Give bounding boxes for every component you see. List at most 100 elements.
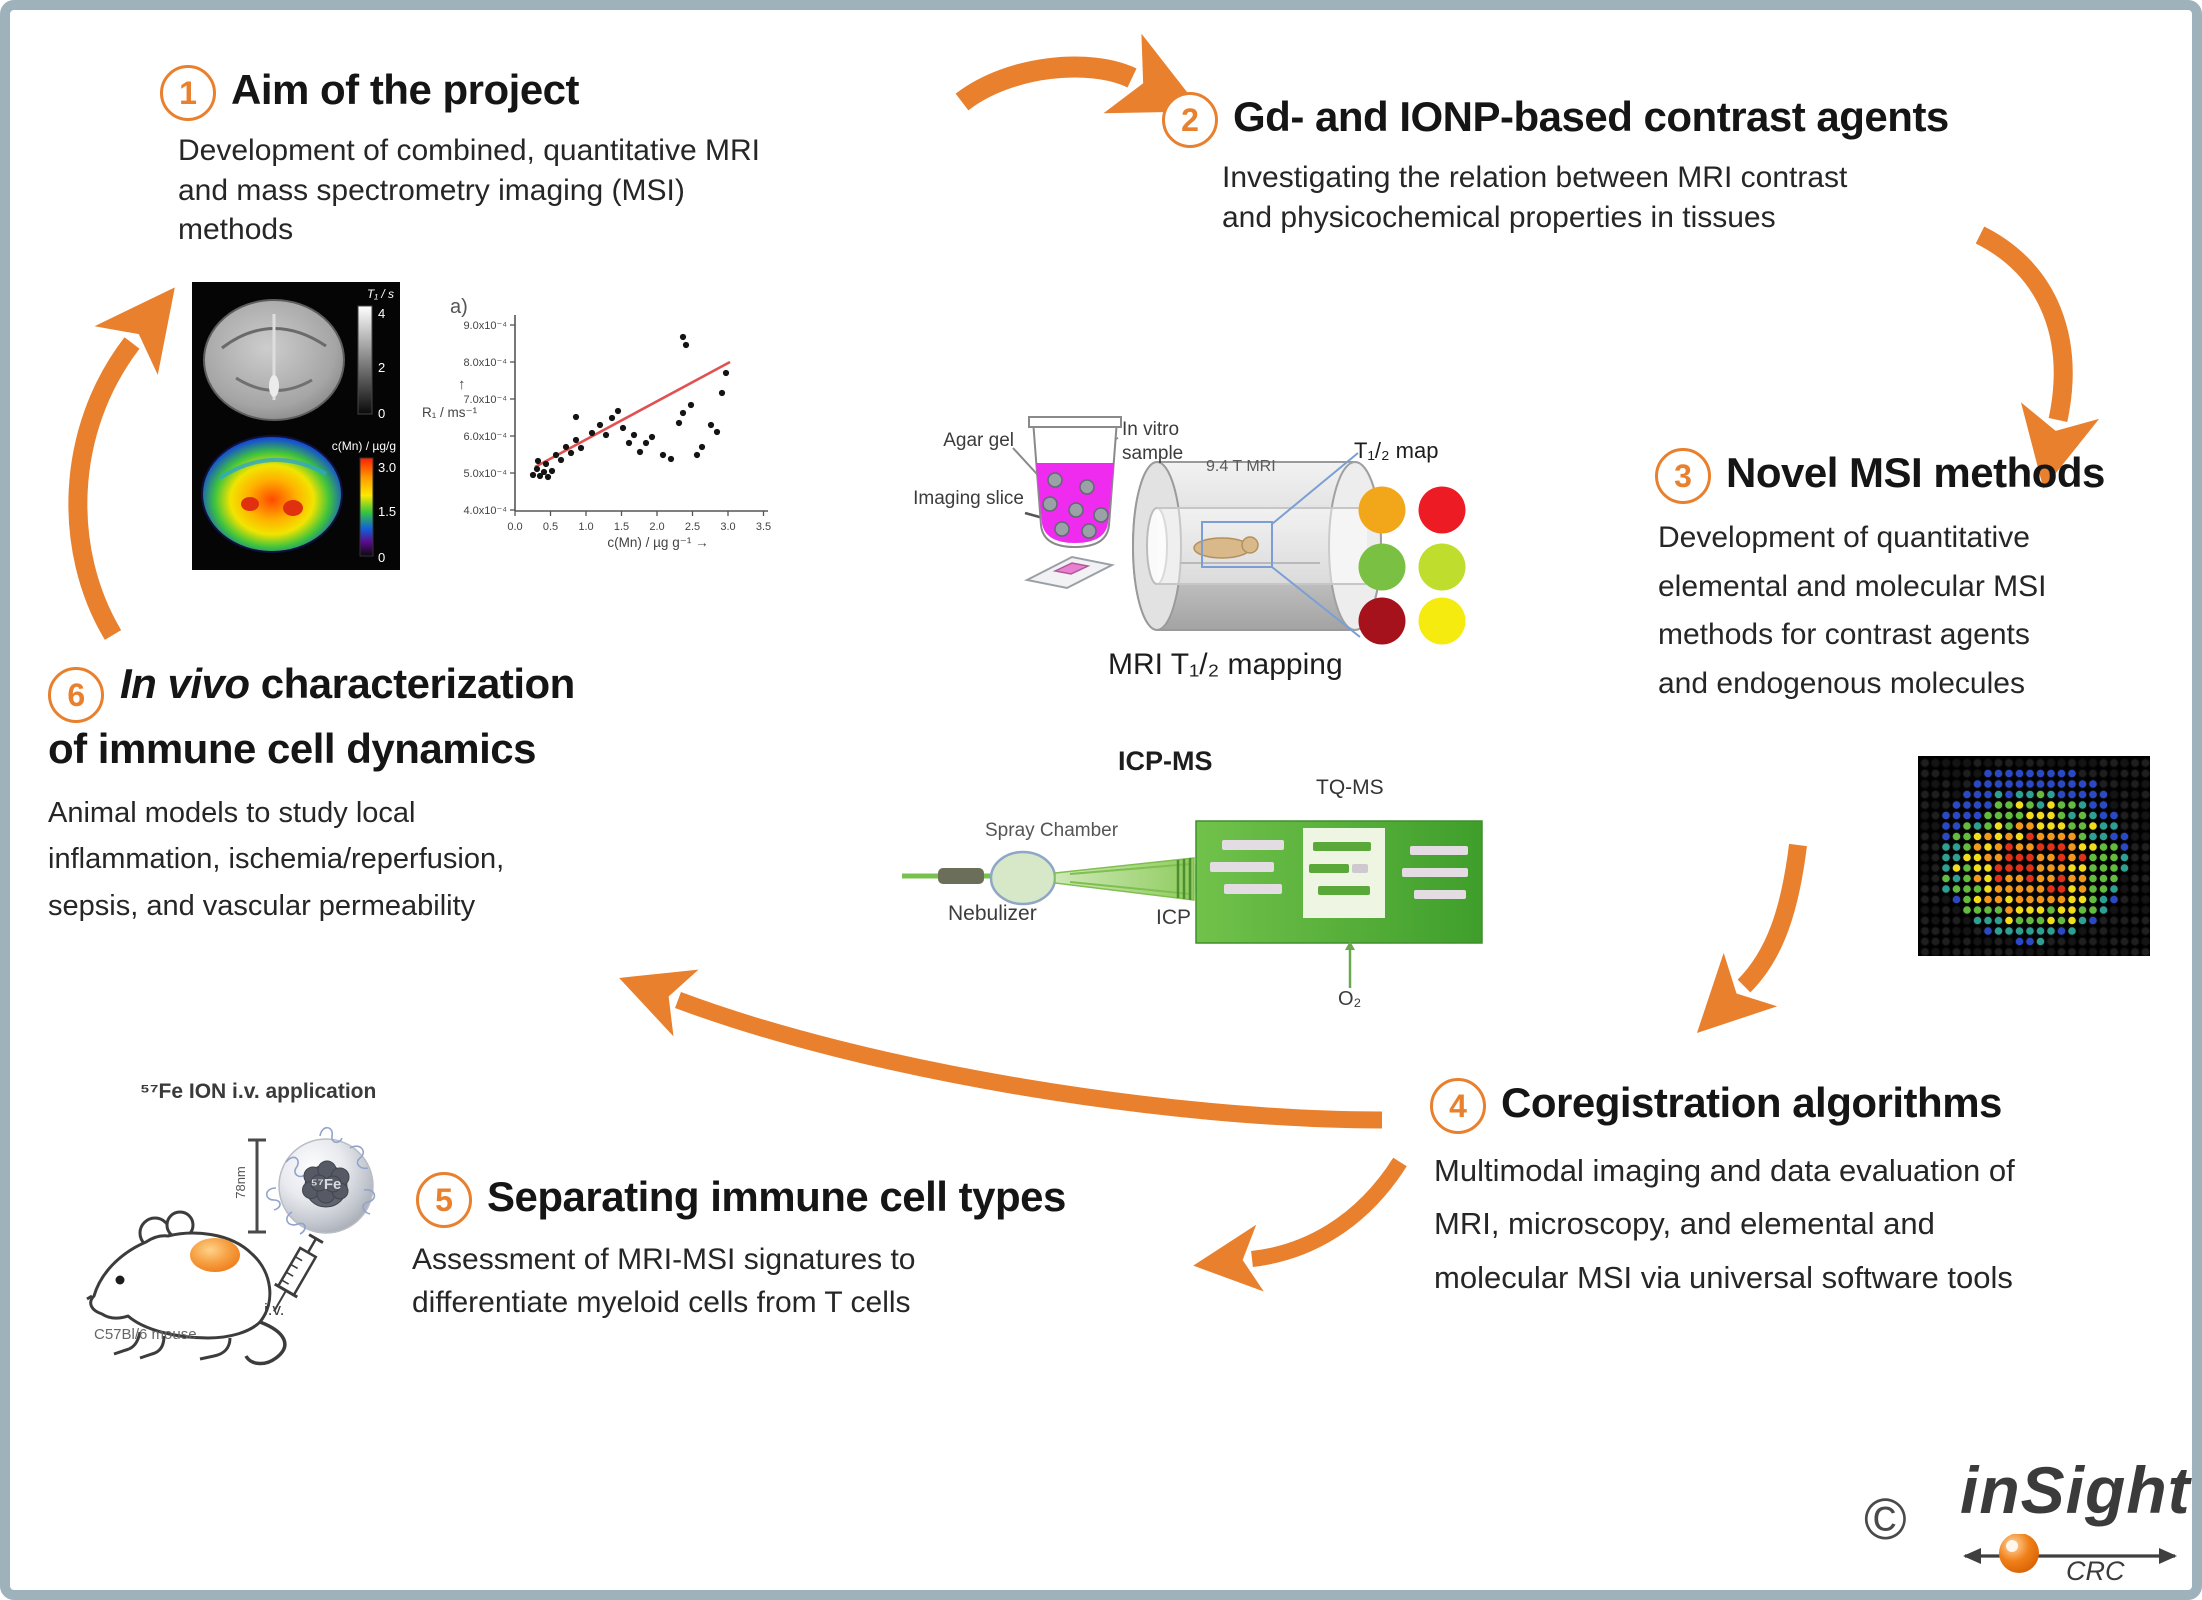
roi-line-top	[1271, 452, 1359, 525]
injection-site-spot	[190, 1238, 240, 1272]
step-5-description: Assessment of MRI-MSI signatures to diff…	[412, 1238, 1128, 1324]
t1-colorbar-label: T₁ / s	[367, 287, 394, 301]
imaging-slice-label: Imaging slice	[913, 488, 1024, 509]
step-1-section: 1 Aim of the project Development of comb…	[160, 65, 800, 250]
step-3-desc-line3: methods for contrast agents	[1658, 618, 2030, 652]
scatter-y-axis-label: R₁ / ms⁻¹	[422, 405, 478, 420]
step-3-desc-line4: and endogenous molecules	[1658, 666, 2025, 700]
step-2-number-badge: 2	[1162, 92, 1218, 148]
mn-tick-0: 0	[378, 550, 385, 565]
mn-tick-15: 1.5	[378, 504, 396, 519]
ion-optics-right	[1402, 846, 1468, 899]
scale-bar-label: 78nm	[232, 1166, 248, 1199]
scatter-x-tick-labels: 0.0 0.5 1.0 1.5 2.0 2.5 3.0 3.5	[507, 521, 771, 533]
step-5-desc-line2: differentiate myeloid cells from T cells	[412, 1286, 911, 1320]
syringe	[273, 1233, 324, 1312]
o2-label: O₂	[1338, 988, 1362, 1010]
icp-torch	[1054, 857, 1195, 901]
map-circle-green	[1358, 543, 1406, 591]
step-3-desc-line2: elemental and molecular MSI	[1658, 569, 2047, 603]
slide-sample-chip	[1052, 562, 1091, 575]
step-3-description: Development of quantitative elemental an…	[1658, 514, 2192, 708]
tube-rim	[1028, 416, 1122, 428]
step-4-desc-line3: molecular MSI via universal software too…	[1434, 1259, 2013, 1295]
r1-vs-cmn-scatter-plot: a) 9.0x10⁻⁴ 8.0x10⁻⁴ 7.0x10⁻⁴ 6.0x10⁻⁴ 5…	[422, 296, 771, 550]
t1-tick-4: 4	[378, 306, 385, 321]
scatter-y-arrow: ↑	[458, 376, 466, 393]
svg-text:2.5: 2.5	[685, 521, 700, 533]
t1-colorbar	[357, 305, 373, 415]
step-6-description: Animal models to study local inflammatio…	[48, 790, 648, 931]
svg-text:0.5: 0.5	[543, 521, 558, 533]
particle-core-label: ⁵⁷Fe	[310, 1176, 342, 1193]
arrow-step2-to-step3	[1975, 226, 2100, 489]
logo-arrowhead-right	[2159, 1548, 2177, 1564]
step-2-desc-line1: Investigating the relation between MRI c…	[1222, 161, 1848, 194]
step-3-title: Novel MSI methods	[1726, 449, 2105, 496]
arrow-step6-to-step1	[68, 287, 175, 640]
step-6-number-badge: 6	[48, 667, 104, 723]
nebulizer-body	[938, 868, 984, 884]
scatter-fit-line	[534, 360, 731, 469]
map-circle-red	[1418, 486, 1466, 534]
icpms-figure	[902, 820, 1483, 988]
scatter-panel-label: a)	[450, 296, 468, 318]
msi-mosaic-brain-image	[1918, 756, 2150, 956]
step-5-section: 5 Separating immune cell types Assessmen…	[408, 1172, 1128, 1324]
step-6-desc-line3: sepsis, and vascular permeability	[48, 890, 476, 923]
step-4-description: Multimodal imaging and data evaluation o…	[1434, 1144, 2192, 1304]
scanner-field-label: 9.4 T MRI	[1206, 458, 1276, 475]
agar-gel-label: Agar gel	[943, 430, 1014, 451]
mn-colorbar	[359, 457, 374, 557]
logo-arrowhead-left	[1963, 1548, 1981, 1564]
step-4-number-badge: 4	[1430, 1078, 1486, 1134]
step-1-description: Development of combined, quantitative MR…	[178, 131, 800, 250]
cycle-arrows-layer	[68, 33, 2100, 1292]
svg-text:3.0: 3.0	[720, 521, 735, 533]
polymer-chains	[265, 1126, 376, 1235]
step-2-title: Gd- and IONP-based contrast agents	[1233, 93, 1949, 140]
svg-text:1.5: 1.5	[614, 521, 629, 533]
mouse-drawing	[86, 1210, 287, 1366]
svg-text:9.0x10⁻⁴: 9.0x10⁻⁴	[463, 320, 507, 332]
collision-cell-rods	[1309, 842, 1371, 895]
roi-line-bottom	[1271, 566, 1361, 638]
insight-logo-arrow	[1963, 1534, 2177, 1573]
step-1-desc-line2: and mass spectrometry imaging (MSI) meth…	[178, 173, 685, 247]
scatter-ticks	[510, 324, 765, 516]
step-1-number-badge: 1	[160, 65, 216, 121]
mosaic-cells	[1920, 758, 2150, 956]
t1-tick-2: 2	[378, 360, 385, 375]
mouse-tail	[244, 1320, 287, 1366]
step-4-desc-line2: MRI, microscopy, and elemental and	[1434, 1206, 1935, 1242]
svg-text:1.0: 1.0	[578, 521, 593, 533]
iron-core-cluster	[302, 1160, 350, 1208]
scale-bar	[248, 1138, 266, 1234]
svg-text:0.0: 0.0	[507, 521, 522, 533]
insight-logo-text: inSight	[1960, 1453, 2191, 1527]
nebulizer-label: Nebulizer	[948, 902, 1037, 925]
mn-map-brain-image	[201, 435, 343, 553]
step-5-title: Separating immune cell types	[487, 1173, 1066, 1220]
svg-text:2.0: 2.0	[649, 521, 664, 533]
step-5-number-badge: 5	[416, 1172, 472, 1228]
mn-tick-30: 3.0	[378, 460, 396, 475]
map-circle-lightgreen	[1418, 543, 1466, 591]
t12-map-label: T₁/₂ map	[1354, 438, 1439, 463]
svg-text:4.0x10⁻⁴: 4.0x10⁻⁴	[463, 505, 507, 517]
step-4-section: 4 Coregistration algorithms Multimodal i…	[1430, 1078, 2192, 1304]
copyright-symbol: ©	[1864, 1487, 1907, 1552]
svg-text:3.5: 3.5	[756, 521, 771, 533]
step-6-title-line2: of immune cell dynamics	[48, 725, 537, 772]
tqms-label: TQ-MS	[1316, 776, 1384, 799]
mri-mapping-caption: MRI T₁/₂ mapping	[1108, 648, 1343, 681]
step-2-section: 2 Gd- and IONP-based contrast agents Inv…	[1162, 92, 2192, 237]
map-circle-yellow	[1418, 597, 1466, 645]
mn-colorbar-label: c(Mn) / µg/g	[332, 439, 396, 453]
step-4-title: Coregistration algorithms	[1501, 1079, 2002, 1126]
step-3-desc-line1: Development of quantitative	[1658, 521, 2030, 554]
t1-tick-0: 0	[378, 406, 385, 421]
